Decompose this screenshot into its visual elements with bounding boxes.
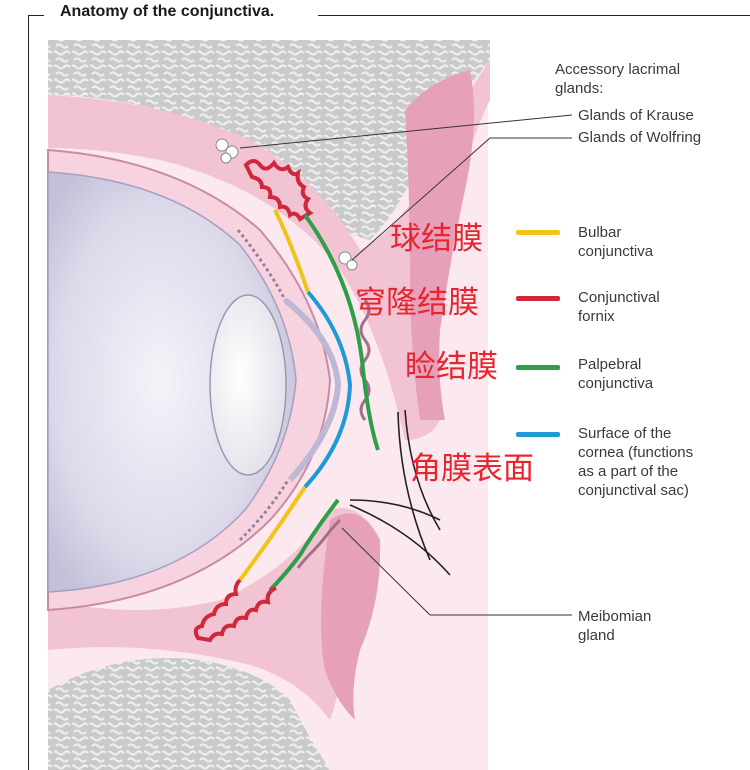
label-accessory-glands: Accessory lacrimal glands:	[555, 61, 681, 97]
label-glands-wolfring: Glands of Wolfring	[578, 129, 702, 146]
wolfring-gland-2	[346, 259, 358, 271]
bulbar-lower	[238, 485, 307, 582]
legend-bar-cornea	[516, 432, 560, 437]
legend-bar-bulbar	[516, 230, 560, 235]
krause-gland-3	[220, 152, 232, 164]
wolfring-gland-1	[338, 251, 352, 265]
cornea-surface	[303, 290, 353, 489]
cn-label-fornix: 穹隆结膜	[355, 285, 479, 321]
cn-label-palpebral: 睑结膜	[405, 349, 498, 385]
cn-label-bulbar: 球结膜	[390, 221, 483, 257]
krause-gland-1	[215, 138, 229, 152]
upper-lash-2	[397, 411, 431, 561]
legend-bar-palpebral	[516, 365, 560, 370]
frame-top-right	[318, 15, 750, 16]
label-meibomian: Meibomian gland	[578, 608, 652, 644]
fornix-upper	[243, 159, 314, 222]
upper-lash-1	[404, 409, 441, 531]
leader-krause	[239, 114, 573, 149]
palpebral-lower	[268, 498, 340, 592]
leader-meibomian-a	[341, 527, 431, 616]
label-glands-krause: Glands of Krause	[578, 107, 694, 124]
leader-wolfring-a	[351, 137, 491, 261]
palpebral-upper	[303, 213, 380, 451]
legend-bar-fornix	[516, 296, 560, 301]
lens	[209, 294, 287, 476]
frame-top-left	[28, 15, 44, 16]
label-fornix: Conjunctival fornix	[578, 289, 660, 325]
fornix-lower	[193, 578, 277, 643]
orbital-bone-top	[48, 40, 490, 240]
lower-lash-1	[349, 499, 441, 521]
label-cornea-surface: Surface of the cornea (functions as a pa…	[578, 425, 694, 499]
figure-title: Anatomy of the conjunctiva.	[60, 3, 275, 20]
meibomian-lower	[296, 518, 342, 569]
bulbar-upper	[273, 209, 310, 293]
upper-eyelid-tissue	[48, 60, 490, 440]
frame-left	[28, 15, 29, 770]
lower-lash-2	[349, 504, 451, 576]
orbital-bone-bottom	[48, 658, 330, 770]
eyeball	[47, 171, 297, 593]
cornea	[283, 297, 342, 483]
upper-eyelid-skin	[405, 70, 474, 420]
lower-eyelid-skin	[321, 513, 381, 720]
cn-label-cornea: 角膜表面	[410, 451, 534, 487]
label-bulbar: Bulbar conjunctiva	[578, 224, 654, 260]
label-palpebral: Palpebral conjunctiva	[578, 356, 654, 392]
ciliary-lower	[238, 479, 290, 542]
